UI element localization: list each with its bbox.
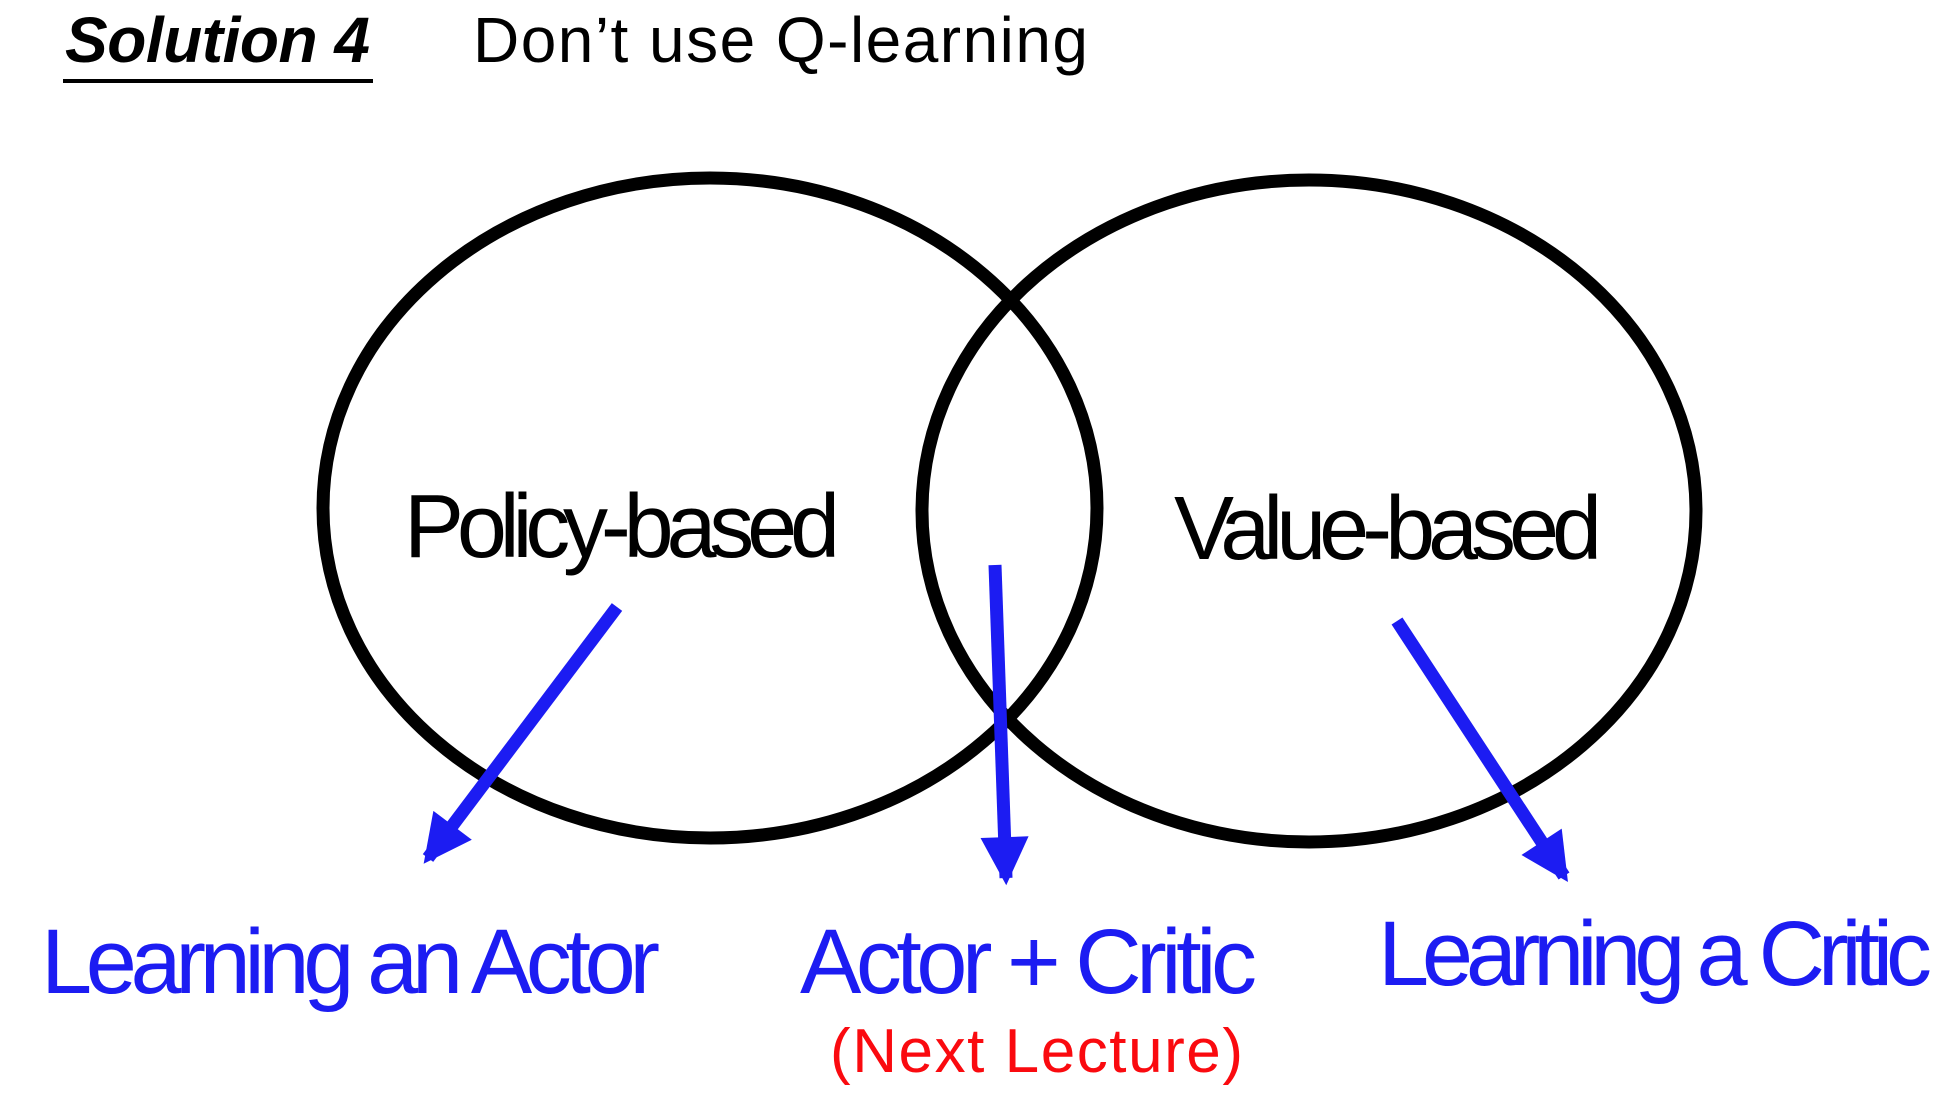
value-based-label: Value-based xyxy=(1174,479,1602,579)
value-based-circle xyxy=(915,173,1703,849)
arrow-to-learning-a-critic xyxy=(1391,617,1570,883)
slide-subtitle: Don’t use Q-learning xyxy=(473,4,1088,76)
arrow-to-learning-an-actor xyxy=(422,603,623,864)
learning-a-critic-label: Learning a Critic xyxy=(1378,903,1932,1005)
actor-plus-critic-label: Actor + Critic xyxy=(800,911,1257,1013)
slide-title: Solution 4 xyxy=(65,4,370,76)
policy-based-circle xyxy=(316,171,1104,845)
arrow-to-actor-plus-critic xyxy=(980,564,1029,886)
learning-an-actor-label: Learning an Actor xyxy=(41,911,660,1013)
policy-based-label: Policy-based xyxy=(404,477,840,577)
next-lecture-note: (Next Lecture) xyxy=(830,1017,1243,1086)
